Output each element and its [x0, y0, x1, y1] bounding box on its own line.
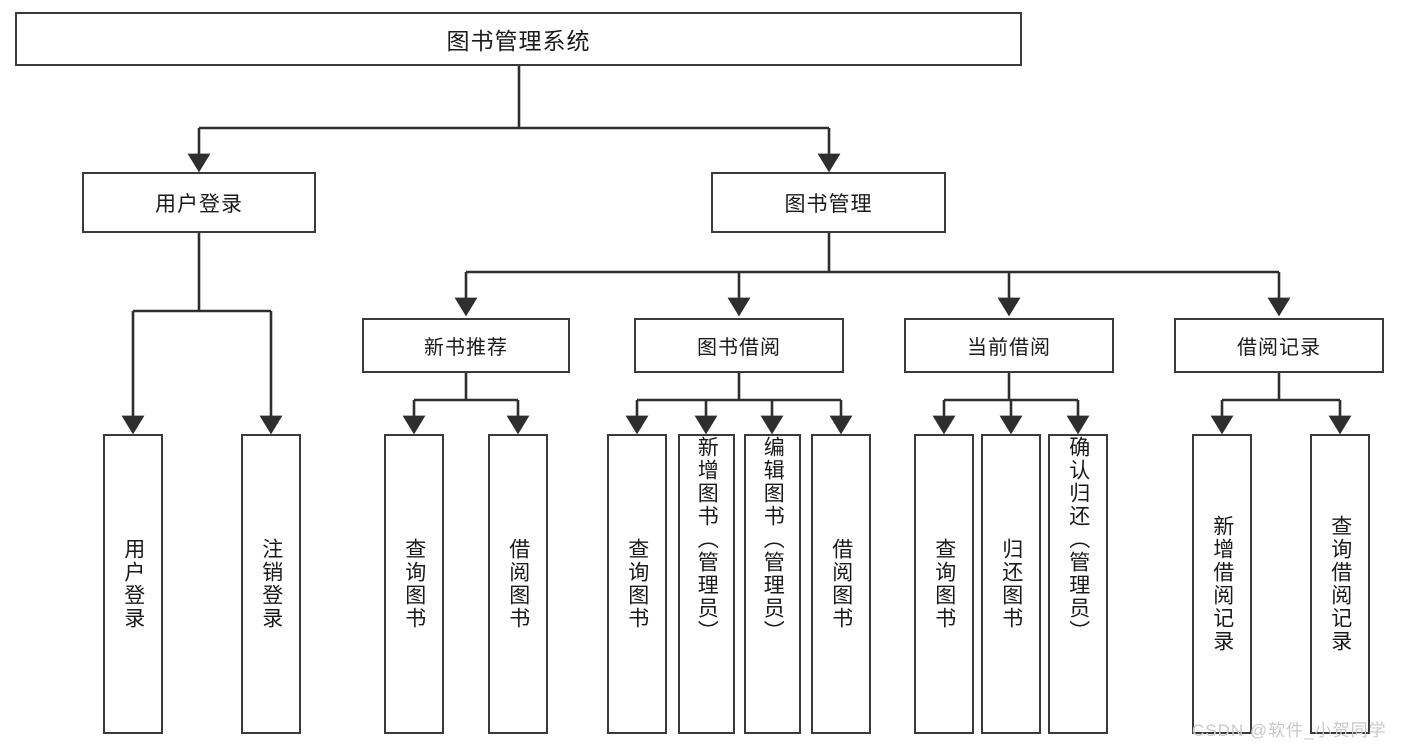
leaf-label: 查询借阅记录 [1328, 515, 1352, 653]
leaf-label: 编辑图书（管理员） [761, 436, 785, 643]
csdn-watermark: CSDN @软件_小贺同学 [1192, 721, 1387, 740]
leaf-records-1[interactable]: 查询借阅记录 [1310, 434, 1370, 734]
leaf-current-2[interactable]: 确认归还（管理员） [1048, 434, 1108, 734]
leaf-label: 查询图书 [932, 538, 956, 630]
leaf-label: 用户登录 [121, 538, 145, 630]
leaf-label: 新增图书（管理员） [695, 436, 719, 643]
leaf-new-books-1[interactable]: 借阅图书 [488, 434, 548, 734]
leaf-borrow-3[interactable]: 借阅图书 [811, 434, 871, 734]
leaf-label: 借阅图书 [829, 538, 853, 630]
node-user-login[interactable]: 用户登录 [82, 172, 316, 233]
node-user-login-label: 用户登录 [155, 192, 243, 216]
node-book-manage-label: 图书管理 [784, 192, 873, 216]
leaf-label: 查询图书 [402, 538, 426, 630]
node-group-current[interactable]: 当前借阅 [904, 318, 1114, 373]
node-group-borrow-label: 图书借阅 [697, 337, 781, 359]
leaf-borrow-0[interactable]: 查询图书 [607, 434, 667, 734]
leaf-current-0[interactable]: 查询图书 [914, 434, 974, 734]
leaf-label: 确认归还（管理员） [1066, 436, 1090, 643]
node-group-current-label: 当前借阅 [967, 337, 1051, 359]
leaf-user-login-1[interactable]: 注销登录 [241, 434, 301, 734]
leaf-label: 新增借阅记录 [1210, 515, 1234, 653]
node-group-borrow[interactable]: 图书借阅 [634, 318, 844, 373]
leaf-borrow-2[interactable]: 编辑图书（管理员） [744, 434, 801, 734]
leaf-new-books-0[interactable]: 查询图书 [384, 434, 444, 734]
node-root[interactable]: 图书管理系统 [15, 12, 1022, 66]
node-group-new-books[interactable]: 新书推荐 [362, 318, 570, 373]
leaf-borrow-1[interactable]: 新增图书（管理员） [678, 434, 735, 734]
leaf-current-1[interactable]: 归还图书 [981, 434, 1041, 734]
node-book-manage[interactable]: 图书管理 [711, 172, 946, 233]
node-group-records[interactable]: 借阅记录 [1174, 318, 1384, 373]
leaf-label: 归还图书 [999, 538, 1023, 630]
node-group-new-books-label: 新书推荐 [424, 337, 508, 359]
node-root-label: 图书管理系统 [446, 28, 591, 54]
leaf-user-login-0[interactable]: 用户登录 [103, 434, 163, 734]
leaf-label: 查询图书 [625, 538, 649, 630]
leaf-label: 借阅图书 [506, 538, 530, 630]
leaf-label: 注销登录 [259, 538, 283, 630]
leaf-records-0[interactable]: 新增借阅记录 [1192, 434, 1252, 734]
node-group-records-label: 借阅记录 [1237, 337, 1321, 359]
